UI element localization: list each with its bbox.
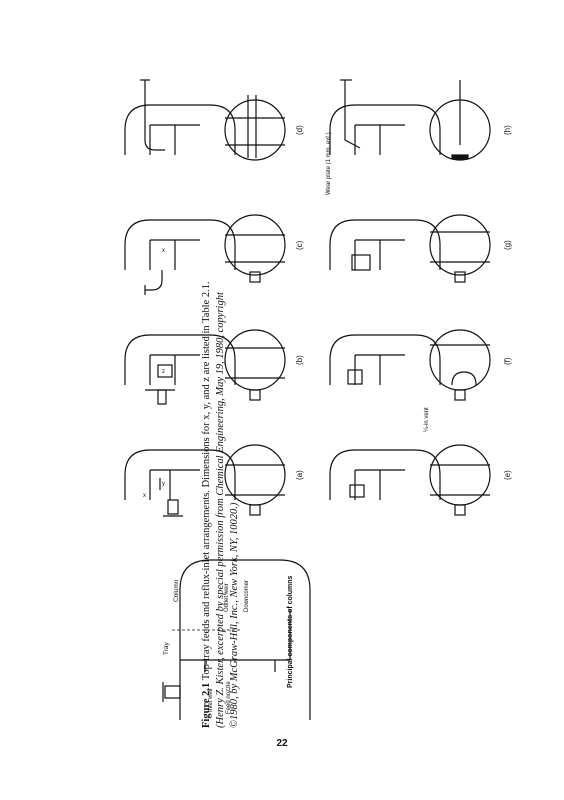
panel-g-drawing [329, 219, 441, 271]
panel-label-f: (f) [503, 357, 512, 365]
principal-components-diagram [162, 559, 311, 720]
figure-caption: Figure 2.1 Top-tray feeds and reflux-inl… [200, 268, 246, 728]
label-feed-nozzle: Feed nozzle [226, 681, 232, 714]
panel-g-plan [429, 214, 491, 283]
panel-e-plan [429, 444, 491, 516]
panel-b-plan [224, 329, 286, 401]
panel-d-drawing [124, 79, 236, 155]
caption-text: Top-tray feeds and reflux-inlet arrangem… [201, 281, 212, 681]
panel-e-drawing [329, 449, 441, 500]
panel-f-drawing [329, 334, 441, 385]
label-tray: Tray [163, 641, 170, 655]
note-vent: ¼-in vent [424, 407, 430, 432]
caption-source: (Henry Z. Kister, excerpted by special p… [215, 292, 240, 728]
panel-label-c: (c) [295, 240, 304, 250]
panel-f-plan [429, 329, 491, 401]
caption-label: Figure 2.1 [201, 682, 212, 728]
panel-label-g: (g) [503, 240, 512, 250]
label-inlet-weir: Inlet weir [208, 688, 214, 712]
panel-h-drawing [329, 79, 441, 155]
dim-z-b: z [162, 369, 165, 375]
principal-components-title: Principal components of columns [287, 575, 294, 688]
dim-x-a: x [143, 493, 146, 499]
label-outlet-weir: Outlet weir [224, 583, 230, 612]
panel-label-b: (b) [295, 355, 304, 365]
label-column: Column [173, 579, 180, 602]
panel-label-e: (e) [503, 470, 512, 480]
note-wear-plate: Wear plate (1 mm. ext.) [326, 132, 332, 195]
panel-a-plan [224, 444, 286, 516]
panel-b-drawing [124, 334, 236, 405]
panel-c-plan [224, 214, 286, 283]
panel-d-plan [224, 95, 286, 161]
page-number: 22 [276, 738, 288, 749]
panel-label-d: (d) [295, 125, 304, 135]
label-downcomer: Downcomer [244, 580, 250, 612]
panel-label-h: (h) [503, 125, 512, 135]
panel-h-plan [429, 80, 491, 161]
panel-label-a: (a) [295, 470, 304, 480]
dim-y-a: y [162, 481, 165, 487]
dim-x-c: x [162, 248, 165, 254]
